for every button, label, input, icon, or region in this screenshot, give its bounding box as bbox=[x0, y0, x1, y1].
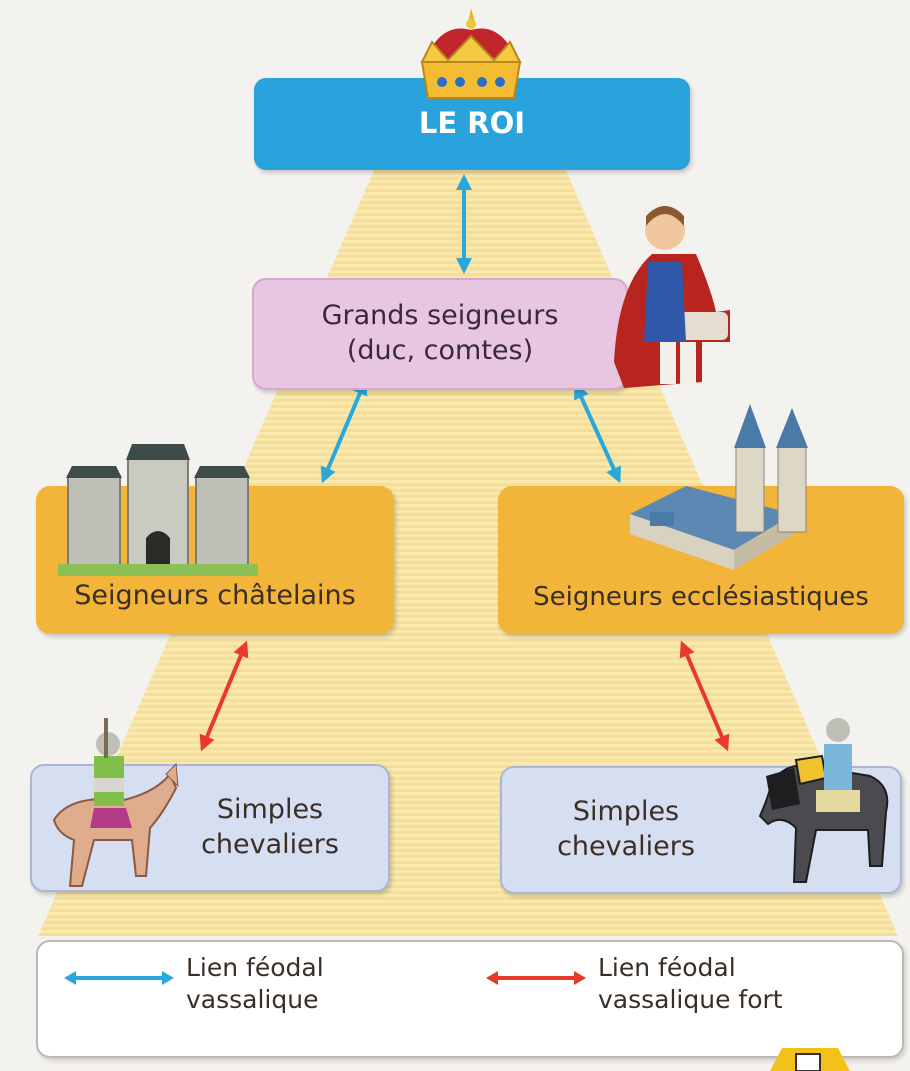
node-label-chatelains: Seigneurs châtelains bbox=[74, 580, 356, 612]
node-label-chevaliers-right-line1: Simples bbox=[572, 796, 680, 828]
node-label-chevaliers-left-line2: chevaliers bbox=[201, 829, 339, 860]
castle-icon bbox=[58, 444, 258, 576]
arrow-grands-ecclesiastiques bbox=[574, 382, 621, 484]
node-label-grands-line1: Grands seigneurs bbox=[321, 300, 559, 332]
arrow-ecclesiastiques-chevaliers bbox=[679, 640, 730, 752]
legend-red-label: Lien féodal vassalique fort bbox=[598, 952, 783, 1016]
node-label-roi: LE ROI bbox=[418, 106, 526, 141]
node-grands-seigneurs: Grands seigneurs (duc, comtes) bbox=[252, 278, 628, 390]
abbey-icon bbox=[630, 404, 808, 570]
node-label-grands-line2: (duc, comtes) bbox=[346, 335, 534, 366]
great-lord-icon bbox=[614, 206, 730, 388]
legend-blue-line2: vassalique bbox=[186, 985, 319, 1014]
legend-red-line2: vassalique fort bbox=[598, 985, 783, 1014]
node-label-chevaliers-left-line1: Simples bbox=[216, 794, 324, 826]
arrow-grands-chatelains bbox=[320, 378, 368, 484]
legend-blue-arrow bbox=[64, 971, 174, 985]
node-le-roi: LE ROI bbox=[254, 78, 690, 170]
page-corner-icon bbox=[770, 1048, 850, 1071]
crown-icon bbox=[420, 8, 522, 99]
node-label-chevaliers-right-line2: chevaliers bbox=[557, 831, 695, 862]
legend-blue-label: Lien féodal vassalique bbox=[186, 952, 324, 1016]
legend-panel: Lien féodal vassalique Lien féodal vassa… bbox=[36, 940, 904, 1058]
legend-blue-line1: Lien féodal bbox=[186, 953, 324, 982]
node-label-ecclesiastiques: Seigneurs ecclésiastiques bbox=[533, 581, 869, 612]
arrow-chatelains-chevaliers bbox=[199, 640, 249, 752]
knight-left-icon bbox=[52, 718, 179, 887]
legend-red-line1: Lien féodal bbox=[598, 953, 736, 982]
legend-red-arrow bbox=[486, 971, 586, 985]
knight-right-icon bbox=[758, 718, 889, 883]
